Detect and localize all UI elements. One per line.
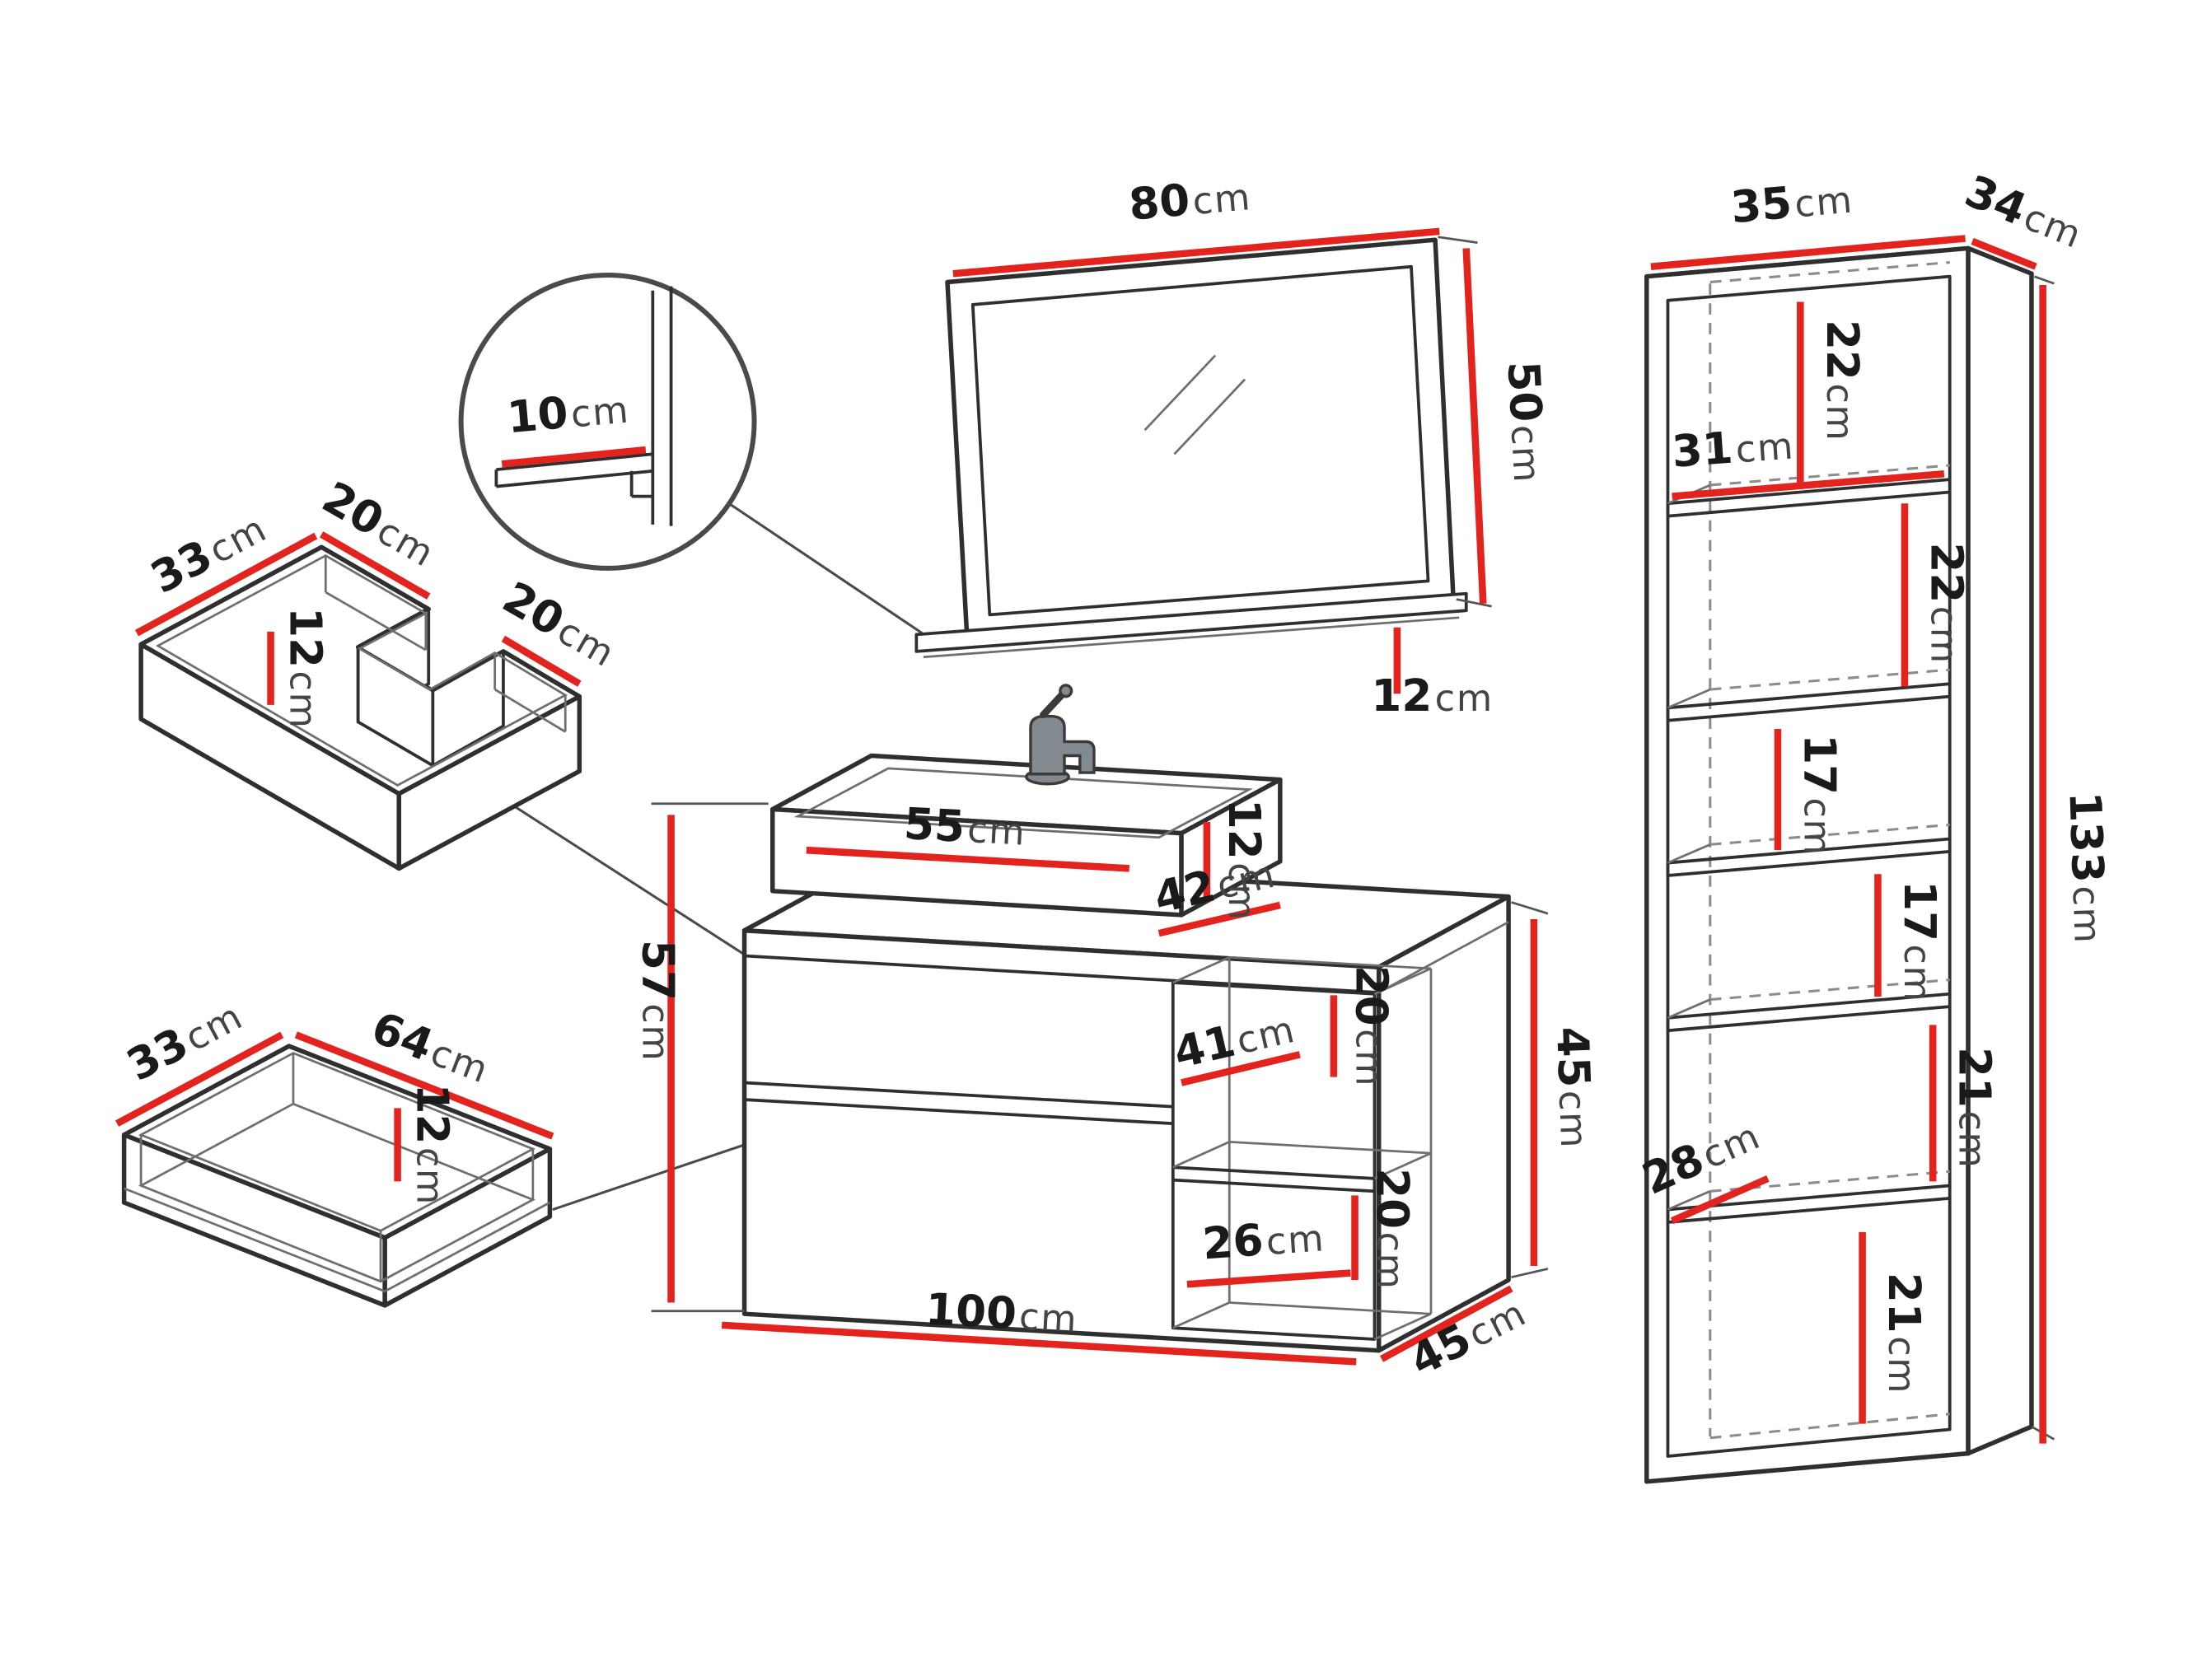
dimension-lines <box>115 227 2046 1444</box>
cabinet-section-2-dimension: 22cm <box>1920 542 1971 664</box>
faucet-handle <box>1040 689 1067 719</box>
dim-line-vanity-width <box>721 1321 1357 1366</box>
drawer-front-lip <box>384 1201 551 1293</box>
dim-line-cabinet-width <box>1650 235 1966 270</box>
cabinet-section-1-dimension: 22cm <box>1817 320 1868 441</box>
u-drawer-side-face <box>396 694 582 871</box>
mirror-reflection-line <box>1143 354 1217 432</box>
detail-circle-leader <box>727 502 924 634</box>
dim-line-cabinet-depth <box>1971 237 2037 270</box>
mirror-shelf <box>914 591 1468 653</box>
dim-line-drawer-length <box>294 1031 554 1140</box>
basin-width-dimension: 55cm <box>903 798 1027 856</box>
dim-line-mirror-height <box>1462 248 1487 604</box>
vanity-width-dimension: 100cm <box>924 1284 1079 1343</box>
drawer-divider <box>744 1081 1173 1109</box>
dim-line-mirror-width <box>952 227 1440 278</box>
niche-width-dimension: 41cm <box>1169 1002 1300 1079</box>
basin-inner-rim <box>793 767 1254 839</box>
mirror-shelf-detail-circle <box>458 272 757 571</box>
cabinet-opening <box>1666 274 1952 1458</box>
drawer-length-dimension: 64cm <box>365 1002 498 1094</box>
shelf <box>1666 978 1950 1033</box>
countertop-edge <box>744 954 1379 994</box>
drawer-figure <box>121 1044 553 1308</box>
cabinet-right-face <box>1966 245 2034 1456</box>
drawer-divider <box>744 1098 1173 1126</box>
dim-line-inner-depth <box>1670 1175 1770 1225</box>
mirror-shelf-underside <box>923 616 1460 659</box>
cabinet-width-dimension: 35cm <box>1729 172 1855 234</box>
niche-shelf <box>1172 1141 1432 1193</box>
mirror-glass <box>970 264 1430 617</box>
mirror-height-dimension: 50cm <box>1498 360 1555 484</box>
dim-line-detail-shelf <box>501 446 647 468</box>
vanity-front-face <box>741 927 1382 1353</box>
leader-lines <box>513 502 924 1212</box>
detail-shelf-top <box>496 452 653 471</box>
dim-line-udrawer-left <box>320 531 431 600</box>
niche-lower-height-dimension: 20cm <box>1367 1168 1418 1290</box>
dim-line-udrawer-right <box>501 635 582 687</box>
dim-line-top-depth <box>1157 901 1281 937</box>
dim-line-udrawer-width <box>134 532 318 637</box>
u-drawer-inner-rim <box>155 553 568 787</box>
u-drawer-notch-face <box>431 649 505 768</box>
detail-shelf-bottom <box>496 469 653 488</box>
cabinet-section-4-dimension: 17cm <box>1894 880 1945 1002</box>
dim-line-basin-width <box>806 846 1129 872</box>
dim-line-niche-bottom <box>1186 1269 1351 1288</box>
mirror-reflection-line <box>1173 378 1246 455</box>
cabinet-height-dimension: 133cm <box>2059 791 2115 945</box>
drawer-leader <box>552 1137 762 1212</box>
vanity-figure <box>651 684 1549 1353</box>
cabinet-section-6-dimension: 21cm <box>1878 1273 1929 1394</box>
vanity-niche <box>1171 955 1433 1341</box>
mirror-figure <box>914 236 1492 659</box>
u-drawer-interior-lines <box>324 555 567 733</box>
drawer-inner-corners <box>139 1053 535 1282</box>
u-drawer-leader <box>513 805 769 971</box>
detail-circle <box>458 272 757 571</box>
udrawer-height-dimension: 12cm <box>280 607 331 729</box>
drawer-side-face <box>382 1147 553 1308</box>
vanity-total-height-dimension: 57cm <box>632 940 683 1062</box>
shelf <box>1666 823 1950 877</box>
tall-cabinet-figure <box>1644 245 2055 1484</box>
faucet-handle-knob <box>1059 684 1073 698</box>
faucet <box>1025 684 1096 786</box>
cabinet-shelf-width-dimension: 31cm <box>1670 418 1795 478</box>
vanity-side-height-dimension: 45cm <box>1546 1025 1602 1150</box>
u-shaped-drawer-figure <box>138 544 582 871</box>
mirror-width-dimension: 80cm <box>1127 169 1253 231</box>
dim-line-shelf-width <box>1672 469 1945 500</box>
dim-line-niche-width <box>1181 1051 1301 1086</box>
drawer-front-lip <box>124 1187 386 1293</box>
dim-line-drawer-width <box>115 1031 284 1127</box>
washbasin <box>770 753 1283 918</box>
drawer-height-dimension: 12cm <box>407 1084 458 1206</box>
basin-height-dimension: 12cm <box>1218 799 1270 921</box>
cabinet-section-3-dimension: 17cm <box>1793 734 1845 856</box>
dim-line-vanity-depth <box>1380 1285 1513 1362</box>
faucet-body <box>1029 714 1096 776</box>
shelf <box>1666 668 1950 722</box>
cabinet-section-5-dimension: 21cm <box>1949 1047 2000 1169</box>
detail-shelf-dimension: 10cm <box>505 382 631 444</box>
countertop-edge-side <box>1377 921 1509 994</box>
niche-upper-height-dimension: 20cm <box>1345 965 1396 1087</box>
niche-bottom-width-dimension: 26cm <box>1201 1210 1326 1269</box>
